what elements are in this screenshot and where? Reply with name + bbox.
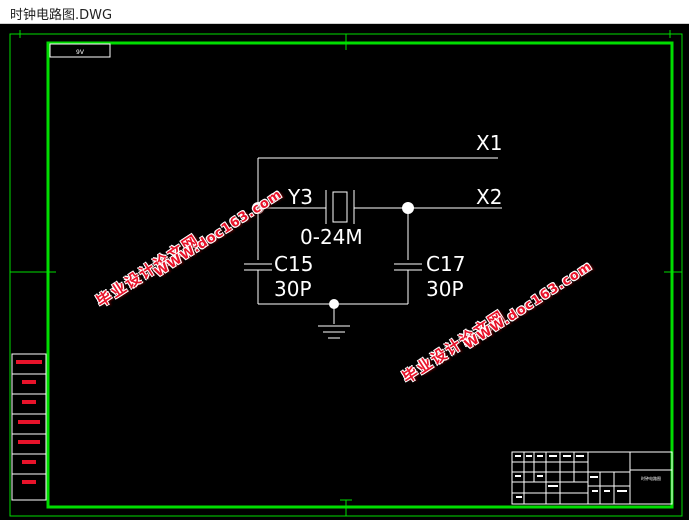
window-titlebar: 时钟电路图.DWG [0,0,689,24]
label-c17-ref: C17 [426,252,465,276]
center-marks [10,30,682,516]
junction-right [402,202,414,214]
window-title: 时钟电路图.DWG [10,8,113,23]
junction-bottom [329,299,339,309]
label-x1: X1 [476,131,502,155]
junction-left [252,202,264,214]
drawing-canvas[interactable]: 9V [0,24,689,520]
corner-tag-box [49,43,111,58]
title-block-text-marks [515,455,627,498]
label-crystal-ref: Y3 [287,185,313,209]
junction-dots [252,202,414,309]
inner-frame [46,41,674,509]
clock-circuit [244,157,502,339]
label-c15-ref: C15 [274,252,313,276]
corner-tag: 9V [76,49,85,56]
cad-drawing: 9V [9,30,683,517]
label-c15-value: 30P [274,277,312,301]
label-x2: X2 [476,185,502,209]
drawing-name: 时钟电路图 [641,475,661,481]
label-crystal-value: 0-24M [300,225,363,249]
left-revision-strip [11,353,47,501]
title-block [511,451,673,505]
label-c17-value: 30P [426,277,464,301]
crystal-body [332,191,348,223]
circuit-labels: X1 X2 Y3 0-24M C15 30P C17 30P [274,131,502,301]
